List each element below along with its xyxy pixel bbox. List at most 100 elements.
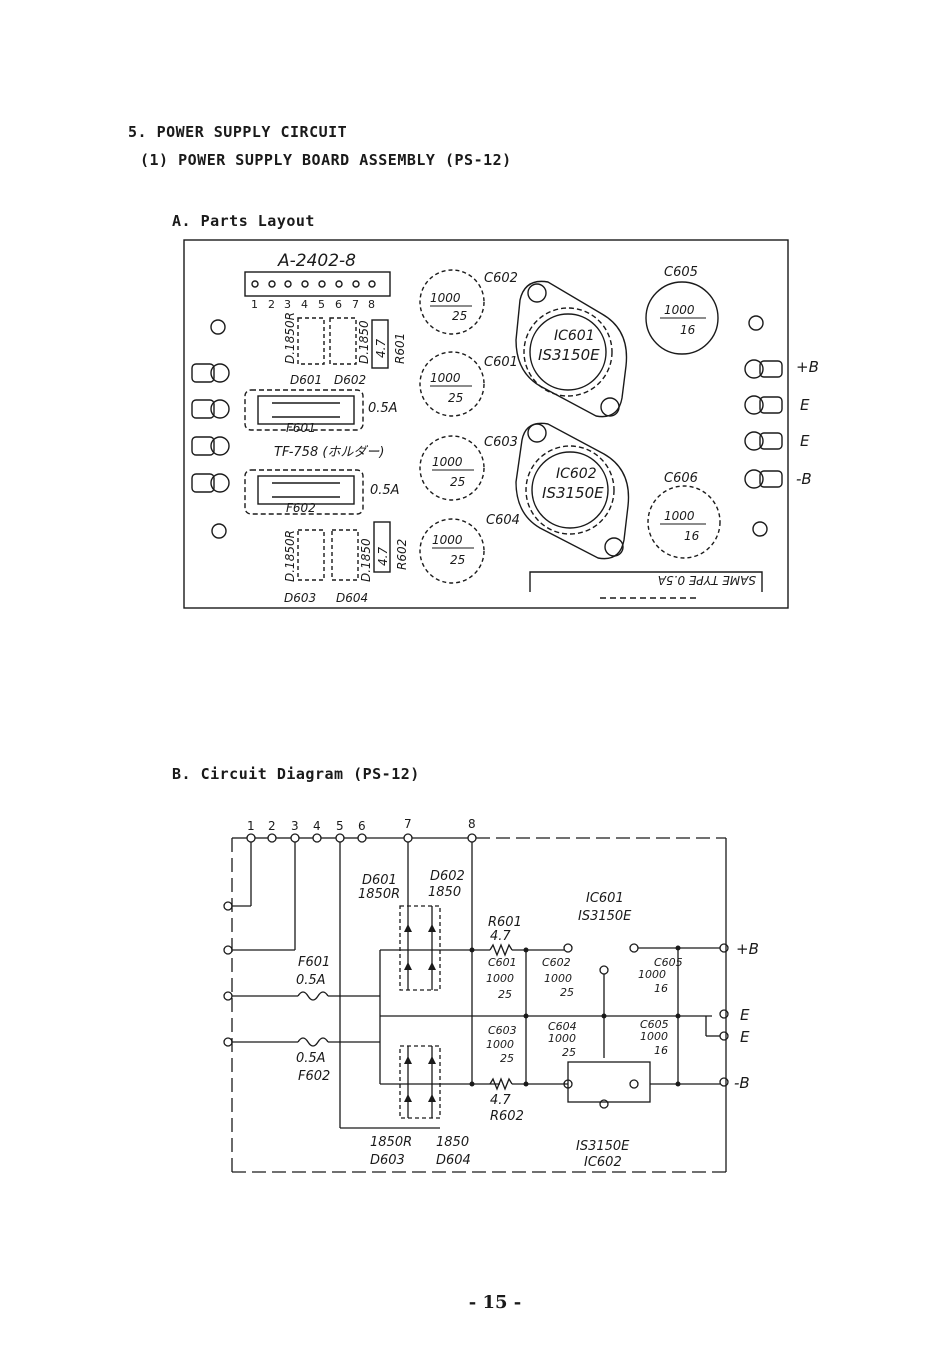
c605-label: C605 (654, 956, 683, 969)
ic601-part: IS3150E (578, 909, 632, 924)
fuse2-label: F602 (286, 501, 316, 515)
d603-part: 1850R (370, 1135, 412, 1150)
c604-value: 1000 (548, 1032, 576, 1045)
terminal-e2: E (800, 432, 810, 450)
fuse1-value: 0.5A (368, 401, 398, 416)
pin-number: 2 (268, 819, 276, 833)
c601-rating: 25 (448, 391, 463, 405)
diode-d603-outline (297, 529, 325, 581)
fuse-f602-holder (244, 469, 364, 515)
c602-label: C602 (542, 956, 571, 969)
terminal-minus-b: -B (796, 470, 812, 488)
fuse1-label: F601 (286, 421, 316, 435)
ic601-label: IC601 (586, 891, 624, 906)
fuse-note: SAME TYPE 0.5A (658, 573, 756, 587)
f601-label: F601 (298, 955, 330, 970)
output-e1: E (740, 1006, 750, 1024)
pin-number: 6 (358, 819, 366, 833)
d601-d602-bridge (399, 905, 441, 991)
r602-label: R602 (490, 1109, 524, 1124)
c604-value: 1000 (432, 533, 463, 547)
d601-part: D.1850R (283, 312, 297, 364)
d602-label: D602 (430, 869, 465, 884)
pin-label: 6 (335, 298, 342, 311)
c603-value: 1000 (432, 455, 463, 469)
d603-label: D603 (370, 1153, 405, 1168)
c603-value: 1000 (486, 1038, 514, 1051)
c604-label: C604 (486, 513, 520, 528)
f602-label: F602 (298, 1069, 330, 1084)
c605-rating: 16 (654, 982, 668, 995)
diode-d601-outline (297, 317, 325, 365)
ic601-body (515, 280, 628, 418)
f601-value: 0.5A (296, 973, 326, 988)
d602-part: 1850 (428, 885, 461, 900)
c606-rating: 16 (654, 1044, 668, 1057)
mount-hole-br (752, 521, 768, 537)
c601-rating: 25 (498, 988, 512, 1001)
mount-hole-bl (211, 523, 227, 539)
c606-rating: 16 (684, 529, 700, 543)
d604-label: D604 (336, 591, 368, 605)
c601-value: 1000 (430, 371, 461, 385)
d603-d604-bridge (399, 1045, 441, 1119)
section-heading: 5. POWER SUPPLY CIRCUIT (128, 123, 348, 141)
c606-label: C605 (640, 1018, 669, 1031)
pin-label: 5 (318, 298, 325, 311)
d604-part: 1850 (436, 1135, 469, 1150)
pin-number: 1 (247, 819, 255, 833)
c603-rating: 25 (450, 475, 465, 489)
pcb-board-outline (183, 239, 789, 609)
ic602-part: IS3150E (542, 484, 604, 502)
c605-value: 1000 (638, 968, 666, 981)
r601-symbol (489, 943, 513, 957)
d604-part: D.1850 (359, 538, 373, 582)
r601-value: 4.7 (374, 339, 388, 358)
resistor-r602-outline (373, 521, 391, 573)
terminal-plus-b: +B (796, 358, 819, 376)
c604-rating: 25 (562, 1046, 576, 1059)
cap-c602 (419, 269, 485, 335)
c603-label: C603 (488, 1024, 517, 1037)
mount-hole-tr (748, 315, 764, 331)
cap-c604 (419, 518, 485, 584)
output-minus-b: -B (734, 1074, 750, 1092)
diode-d604-outline (331, 529, 359, 581)
r602-symbol (489, 1077, 513, 1091)
output-e2: E (740, 1028, 750, 1046)
cap-c605 (645, 281, 719, 355)
pin-number: 4 (313, 819, 321, 833)
c602-value: 1000 (544, 972, 572, 985)
pin-number: 7 (404, 817, 412, 831)
c601-value: 1000 (486, 972, 514, 985)
ic601-label: IC601 (554, 328, 595, 344)
circuit-diagram-heading: B. Circuit Diagram (PS-12) (172, 765, 420, 783)
r602-value: 4.7 (376, 547, 390, 566)
ic602-label: IC602 (584, 1155, 622, 1170)
mount-hole-tl (210, 319, 226, 335)
right-terminals (744, 359, 783, 489)
fuse-f601-holder (244, 389, 364, 431)
c605-value: 1000 (664, 303, 695, 317)
r602-value: 4.7 (490, 1093, 511, 1108)
pin-number: 3 (291, 819, 299, 833)
pin-label: 2 (268, 298, 275, 311)
d604-label: D604 (436, 1153, 471, 1168)
fuse-holder-label: TF-758 (ホルダー) (274, 445, 385, 460)
r601-value: 4.7 (490, 929, 511, 944)
cap-c603 (419, 435, 485, 501)
d601-label: D601 (290, 373, 322, 387)
c604-label: C604 (548, 1020, 577, 1033)
connector-holes (251, 280, 376, 288)
d601-part: 1850R (358, 887, 400, 902)
c601-label: C601 (488, 956, 517, 969)
ic602-part: IS3150E (576, 1139, 630, 1154)
pin-label: 1 (251, 298, 258, 311)
c602-rating: 25 (452, 309, 467, 323)
terminal-e1: E (800, 396, 810, 414)
d602-label: D602 (334, 373, 366, 387)
board-code: A-2402-8 (277, 251, 356, 271)
left-terminals (191, 363, 230, 493)
ic602-box (567, 1061, 651, 1103)
